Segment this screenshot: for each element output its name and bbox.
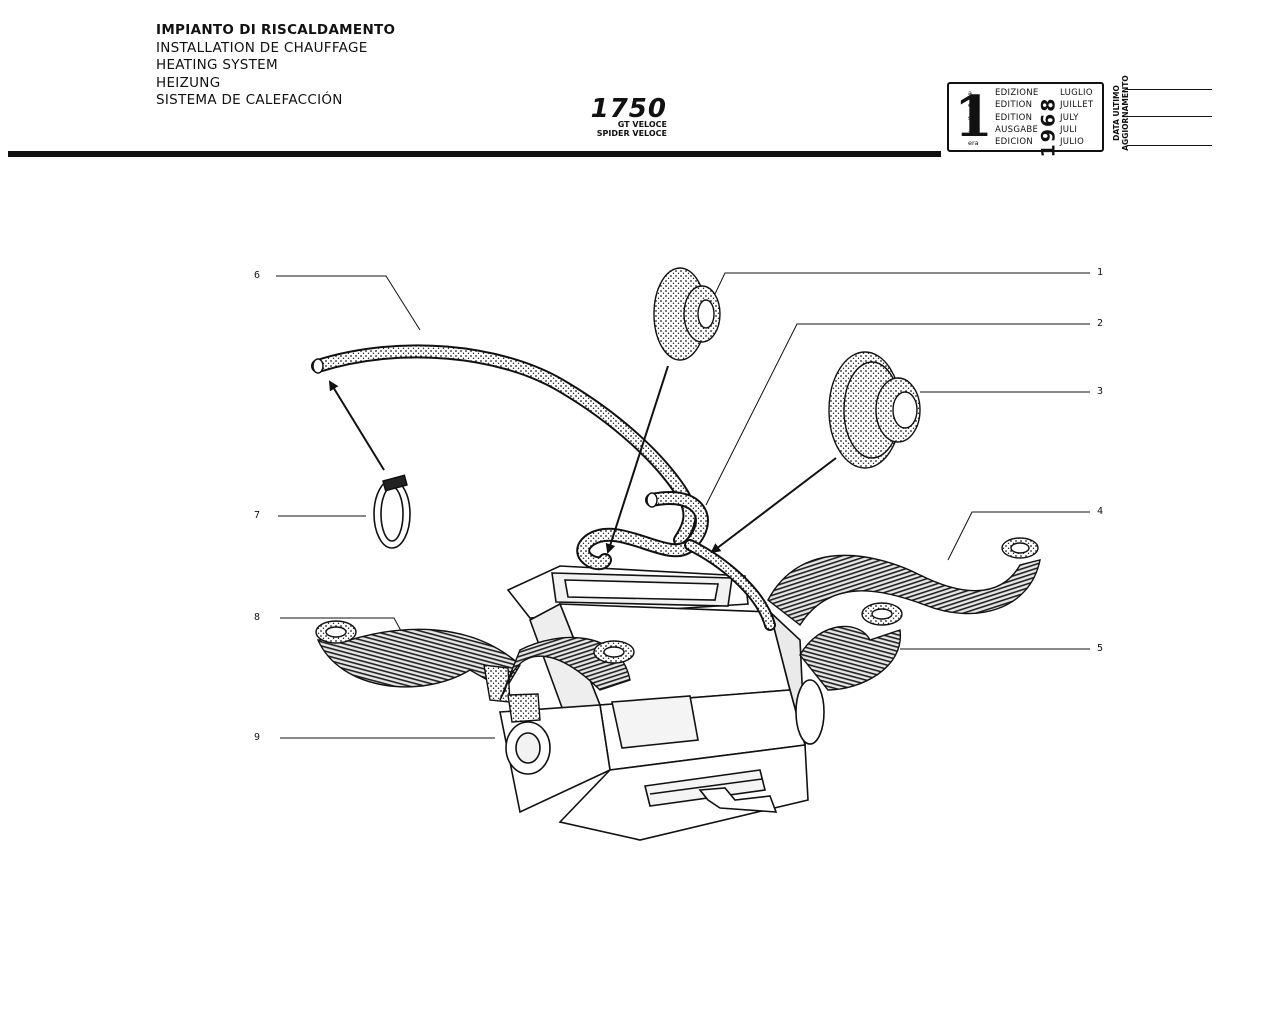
grommet-1	[653, 267, 721, 361]
corrugated-ducts	[315, 537, 1041, 723]
leader-line-6	[276, 275, 421, 331]
hoses	[311, 344, 776, 631]
grommet-3	[828, 351, 921, 469]
callout-3: 3	[1097, 386, 1104, 397]
edition-suffix: ere	[968, 101, 979, 109]
heater-fan-inlet	[515, 732, 541, 764]
hose-clamp-7	[373, 474, 411, 549]
edition-label: EDITION	[995, 113, 1033, 123]
callout-7: 7	[254, 510, 261, 521]
duct-9-end	[507, 693, 541, 723]
heater-unit	[499, 565, 825, 841]
duct-8	[316, 628, 521, 691]
title-french: INSTALLATION DE CHAUFFAGE	[156, 39, 368, 56]
model-mark: 1750 GT VELOCE SPIDER VELOCE	[585, 94, 667, 138]
model-variant-gt: GT VELOCE	[617, 120, 667, 129]
heater-vent-box	[611, 695, 699, 749]
edition-label: EDITION	[995, 100, 1033, 110]
grommet-1-hole	[697, 299, 715, 329]
header-rule	[8, 151, 941, 157]
callout-5: 5	[1097, 643, 1104, 654]
last-update-line	[1127, 116, 1212, 117]
edition-label: AUSGABE	[995, 125, 1039, 135]
model-number: 1750	[590, 94, 667, 124]
arrow-grommet-1	[605, 365, 669, 554]
duct-5	[799, 625, 901, 691]
leader-line-1	[713, 272, 1090, 297]
arrow-grommet-3	[710, 457, 837, 554]
edition-number: 1	[954, 84, 993, 150]
edition-month: JULY	[1060, 113, 1079, 123]
leader-line-4	[947, 511, 1090, 561]
duct-4	[767, 554, 1041, 627]
edition-suffix: .	[968, 126, 971, 134]
grommet-3-hole	[892, 391, 918, 429]
edition-suffix: st	[968, 114, 974, 122]
edition-month: JUILLET	[1060, 100, 1094, 110]
edition-label: EDIZIONE	[995, 88, 1039, 98]
edition-month: JULIO	[1060, 137, 1085, 147]
duct-8-opening	[325, 626, 347, 638]
heater-fan-housing-right	[795, 679, 825, 745]
edition-label: EDICION	[995, 137, 1034, 147]
heater-outlet-grille	[644, 769, 766, 807]
header-titles: IMPIANTO DI RISCALDAMENTO INSTALLATION D…	[156, 22, 395, 110]
hose-2	[578, 493, 707, 569]
callout-4: 4	[1097, 506, 1104, 517]
title-spanish: SISTEMA DE CALEFACCIÓN	[156, 92, 343, 108]
leader-line-2	[705, 323, 1090, 506]
model-variant-spider: SPIDER VELOCE	[596, 128, 667, 138]
heater-top-inner	[564, 579, 719, 601]
callout-8: 8	[254, 612, 261, 623]
hose-6-end	[312, 358, 324, 374]
arrow-clamp-to-hose	[328, 380, 385, 471]
duct-5-opening	[871, 608, 893, 620]
heater-grille-slot	[649, 778, 763, 795]
edition-month: LUGLIO	[1060, 88, 1093, 98]
callout-6: 6	[254, 270, 261, 281]
duct-9-opening	[603, 646, 625, 658]
edition-month: JULI	[1060, 125, 1078, 135]
title-english: HEATING SYSTEM	[156, 57, 278, 73]
edition-suffix: a	[968, 89, 972, 97]
callout-9: 9	[254, 732, 261, 743]
edition-box: 1 a ere st . era EDIZIONE EDITION EDITIO…	[947, 82, 1104, 157]
heater-control-lever	[698, 787, 778, 813]
clamp-7-inner	[380, 486, 404, 542]
callout-2: 2	[1097, 318, 1104, 329]
duct-4-opening	[1010, 542, 1030, 554]
edition-suffix: era	[968, 139, 979, 147]
title-italian: IMPIANTO DI RISCALDAMENTO	[156, 22, 396, 38]
hose-2-tail	[686, 541, 774, 629]
hose-2-end	[646, 492, 658, 508]
last-update-line	[1127, 145, 1212, 146]
last-update-line	[1127, 89, 1212, 90]
callout-1: 1	[1097, 267, 1104, 278]
title-german: HEIZUNG	[156, 74, 221, 91]
clamp-7-screw	[382, 474, 408, 492]
assembly-arrows	[328, 365, 837, 554]
